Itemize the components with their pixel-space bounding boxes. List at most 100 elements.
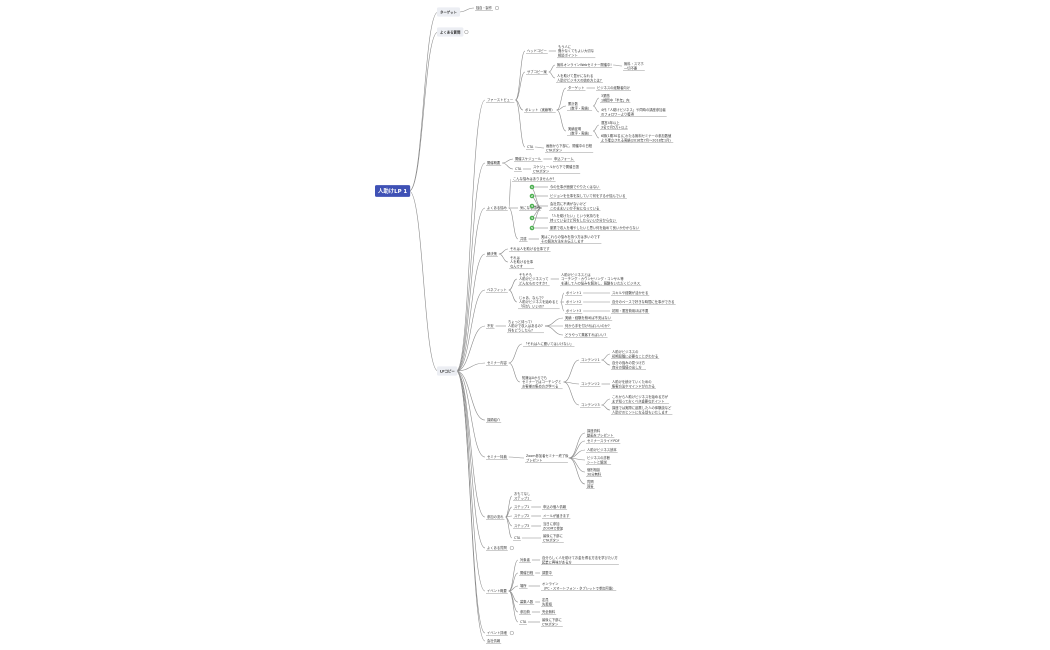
mindmap-node[interactable]: 申込フォーム xyxy=(553,156,575,162)
mindmap-node[interactable]: サブコピー案 xyxy=(526,69,548,75)
mindmap-node[interactable]: CTA xyxy=(519,620,527,625)
mindmap-node[interactable]: 申込の個人情報 xyxy=(542,504,568,510)
branch-faq[interactable]: よくある質問 xyxy=(437,27,464,37)
mindmap-node[interactable]: 初期・運営費用ほぼ不要 xyxy=(611,308,650,314)
mindmap-node[interactable]: 実績・経験を積めば不安はない xyxy=(564,315,613,321)
mindmap-node[interactable]: 無料オンラインWebセミナー開催中! xyxy=(556,62,613,68)
branch-target[interactable]: ターゲット xyxy=(437,7,460,17)
benefit-node[interactable]: ベネフィット xyxy=(486,287,508,293)
mindmap-node[interactable]: コンテンツ2 xyxy=(580,381,601,387)
mindmap-node[interactable]: メールが届きます xyxy=(542,513,571,519)
mindmap-node[interactable]: 副業で収入を増やしたいと思い何を始めて良いか分からない xyxy=(549,225,641,231)
mindmap-node[interactable]: セミナースライドPDF xyxy=(586,438,621,444)
event-node[interactable]: イベント概要 xyxy=(486,588,508,594)
mindmap-node[interactable]: 「それは人に聞いてはいけない」 xyxy=(523,341,575,347)
event-detail-node[interactable]: イベント詳細 xyxy=(486,630,508,636)
mindmap-node[interactable]: ステップ2 xyxy=(513,513,531,519)
mindmap-node[interactable]: 場所 xyxy=(519,583,528,589)
mindmap-node[interactable]: ポイント2 xyxy=(565,299,583,305)
seminar-benefit-node[interactable]: セミナー特典 xyxy=(486,454,508,460)
target-child[interactable]: 独自・製作 xyxy=(475,5,493,11)
mindmap-node[interactable]: 人助けビジネスとはコーチング・カウンセリング・コンサル等を通して人の悩みを解決し… xyxy=(560,272,642,287)
mindmap-node[interactable]: 6期(1期30名)にわたる無料セミナーの参加数値より確立される実績(2016年7… xyxy=(600,133,674,143)
mindmap-node[interactable]: それは人を助ける仕事です xyxy=(509,246,551,252)
mindmap-node[interactable]: CTA xyxy=(513,536,521,541)
mindmap-node[interactable]: 共感 xyxy=(519,236,528,242)
worries-node[interactable]: よくある悩み xyxy=(486,205,508,211)
mindmap-node[interactable]: ビジョンを仕事を探していて何をするか悩んでいる xyxy=(549,193,627,199)
mindmap-node[interactable]: ポイント1 xyxy=(565,290,583,296)
mindmap-node[interactable]: コンテンツ3 xyxy=(580,402,601,408)
mindmap-node[interactable]: オンライン（PC・スマートフォン・タブレットで参加可能） xyxy=(541,581,617,591)
root-node[interactable]: 人助けLP 1 xyxy=(375,185,411,197)
mindmap-node[interactable]: 自分のペースで好きな時間に仕事ができる xyxy=(611,299,676,305)
mindmap-node[interactable]: こんな悩みはありませんか? xyxy=(512,176,556,182)
mindmap-node[interactable]: 気になる悩み xyxy=(519,205,541,211)
flow-node[interactable]: 参加の流れ xyxy=(486,514,505,520)
mindmap-node[interactable]: 何から手を付ければいいのか? xyxy=(564,323,611,329)
mindmap-node[interactable]: ステップ1 xyxy=(513,504,531,510)
mindmap-node[interactable]: 調整中 xyxy=(541,570,553,576)
mindmap-node[interactable]: 実績証明（数字・実績） xyxy=(567,126,593,136)
mindmap-node[interactable]: ポイント3 xyxy=(565,308,583,314)
mindmap-node[interactable]: じゃあ、なんで?人助けビジネスを始めると「何が」いいの? xyxy=(518,295,560,310)
solution-node[interactable]: 解決策 xyxy=(486,251,498,257)
company-node[interactable]: 会社情報 xyxy=(486,638,502,644)
note-icon[interactable] xyxy=(464,29,469,35)
mindmap-node[interactable]: 累計数（数字・実績） xyxy=(567,101,593,111)
mindmap-node[interactable]: ボレット（実績等） xyxy=(524,107,556,113)
concern-node[interactable]: 不安 xyxy=(486,323,495,329)
note-icon[interactable] xyxy=(494,5,500,11)
mindmap-node[interactable]: ヘッドコピー xyxy=(526,48,548,54)
note-icon[interactable] xyxy=(509,630,514,636)
note-icon[interactable] xyxy=(509,545,514,551)
faq-bottom-node[interactable]: よくある質問 xyxy=(486,545,508,551)
mindmap-node[interactable]: ちょっと待って!人助けで収入はあるの?何をどうしたら? xyxy=(507,319,544,334)
seminar-node[interactable]: セミナー内容 xyxy=(486,360,508,366)
speaker-node[interactable]: 講師紹介 xyxy=(486,417,502,423)
mindmap-node[interactable]: コンテンツ1 xyxy=(580,357,601,363)
mindmap-node[interactable]: CTA xyxy=(514,167,522,172)
first-view-node[interactable]: ファーストビュー xyxy=(486,97,515,103)
mindmap-node[interactable]: 募集人数 xyxy=(519,599,535,605)
mindmap-node[interactable]: どうやって集客すればいい? xyxy=(564,332,608,338)
mindmap-node[interactable]: ビジネスの経験者向け xyxy=(596,85,631,91)
mindmap-node[interactable]: 完全無料 xyxy=(541,609,557,615)
mindmap-node[interactable]: CTA xyxy=(526,145,534,150)
schedule-node[interactable]: 開催概要 xyxy=(486,160,502,166)
mindmap-node[interactable]: 開催日程 xyxy=(519,570,535,576)
mindmap-node[interactable]: 対象者 xyxy=(519,557,531,563)
branch-lp-copy[interactable]: LPコピー xyxy=(437,366,458,376)
mindmap-node[interactable]: ステップ3 xyxy=(513,523,531,529)
mindmap-node[interactable]: 開催スケジュール xyxy=(514,156,543,162)
mindmap-node[interactable]: スキルや経験が活かせる xyxy=(611,290,650,296)
